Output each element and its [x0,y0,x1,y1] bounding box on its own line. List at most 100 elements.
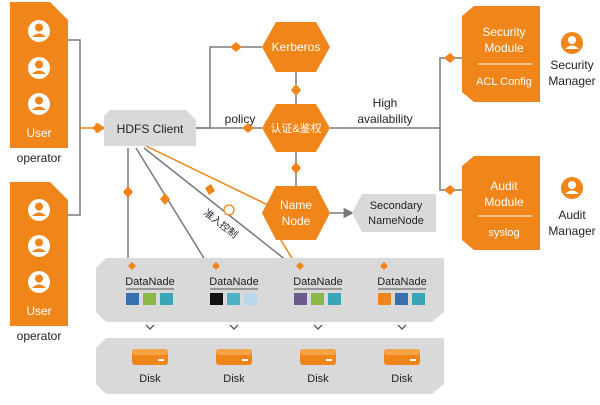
disk-slots: Disk Disk Disk Disk [132,349,420,385]
datanode-label: DataNade [293,276,343,288]
marker-datanode-2 [160,193,170,205]
disk-3[interactable]: Disk [300,349,336,385]
marker-auth-left [242,123,254,133]
security-manager-line2: Manager [548,74,595,88]
security-module-line2: Module [484,41,524,55]
disk-label: Disk [307,373,329,385]
client-to-datanode-3-line [143,147,297,269]
client-to-datanode-2-line [135,147,211,269]
datanode-port-icon [380,262,388,270]
policy-label: policy [225,112,256,126]
secondary-namenode-box[interactable]: Secondary NameNode [352,194,436,232]
operator-top-connector [68,39,81,216]
datanode-block [227,293,240,305]
high-availability-line2: availability [357,112,412,126]
chevron-down-icon [397,324,407,330]
auth-hexagon[interactable]: 认证&鉴权 [262,104,330,152]
disk-label: Disk [223,373,245,385]
user-icon [28,235,50,257]
marker-client [92,123,104,133]
operator-top-label: User [26,126,51,140]
marker-kerberos-left [230,42,242,52]
audit-module-line2: Module [484,195,524,209]
datanode-block [210,293,223,305]
datanode-slots: DataNade DataNade DataNade DataNade [125,262,427,330]
kerberos-hexagon[interactable]: Kerberos [262,22,330,72]
namenode-hexagon[interactable]: Name Node [262,186,330,240]
operator-bottom-label: User [26,304,51,318]
disk-icon [132,349,168,365]
datanode-block [294,293,307,305]
disk-icon [300,349,336,365]
datanode-label: DataNade [377,276,427,288]
datanode-panel [96,258,444,322]
audit-module-line3: syslog [488,227,519,239]
marker-kerberos-auth [291,84,301,96]
access-control-label: 准入控制 [201,206,241,241]
chevron-down-icon [145,324,155,330]
security-module-panel[interactable]: Security Module ACL Config [462,6,540,102]
link-markers [92,42,456,205]
disk-2[interactable]: Disk [216,349,252,385]
datanode-block [126,293,139,305]
datanode-block [378,293,391,305]
datanode-block [311,293,324,305]
marker-datanode-1 [123,186,133,198]
user-icon [28,271,50,293]
namenode-line1: Name [280,198,312,212]
audit-module-panel[interactable]: Audit Module syslog [462,156,540,250]
datanode-label: DataNade [209,276,259,288]
marker-audit [444,185,456,195]
datanode-label: DataNade [125,276,175,288]
operator-panel-top: User [10,2,68,148]
operator-top-caption: operator [17,151,62,165]
datanode-2[interactable]: DataNade [209,262,259,305]
auth-label: 认证&鉴权 [270,122,321,135]
disk-4[interactable]: Disk [384,349,420,385]
user-icon [28,199,50,221]
secondary-line2: NameNode [368,215,424,227]
datanode-4[interactable]: DataNade [377,262,427,305]
operator-bottom-caption: operator [17,329,62,343]
security-module-line1: Security [482,25,525,39]
datanode-block [328,293,341,305]
disk-1[interactable]: Disk [132,349,168,385]
client-to-namenode-line [145,145,271,207]
access-control-circle [223,204,235,216]
datanode-port-icon [212,262,220,270]
auth-to-audit-line [439,128,462,191]
user-icon [28,93,50,115]
security-manager-icon [561,32,583,54]
disk-icon [216,349,252,365]
audit-module-line1: Audit [490,179,518,193]
secondary-line1: Secondary [370,200,423,212]
datanode-port-icon [296,262,304,270]
connectors [68,39,462,269]
security-manager-line1: Security [550,58,593,72]
datanode-block [412,293,425,305]
audit-manager-line2: Manager [548,224,595,238]
disk-label: Disk [139,373,161,385]
hdfs-client-box[interactable]: HDFS Client [104,110,196,146]
disk-label: Disk [391,373,413,385]
user-icon [28,20,50,42]
security-module-line3: ACL Config [476,76,532,88]
datanode-3[interactable]: DataNade [293,262,343,305]
disk-panel [96,338,444,394]
chevron-down-icon [229,324,239,330]
user-icon [28,57,50,79]
hdfs-client-label: HDFS Client [117,122,184,136]
datanode-block [395,293,408,305]
kerberos-label: Kerberos [272,40,321,54]
datanode-block [244,293,257,305]
marker-auth-namenode [291,162,301,174]
high-availability-line1: High [373,96,398,110]
disk-icon [384,349,420,365]
marker-security [444,53,456,63]
datanode-1[interactable]: DataNade [125,262,175,305]
datanode-block [160,293,173,305]
operator-panel-bottom: User [10,182,68,326]
datanode-block [143,293,156,305]
